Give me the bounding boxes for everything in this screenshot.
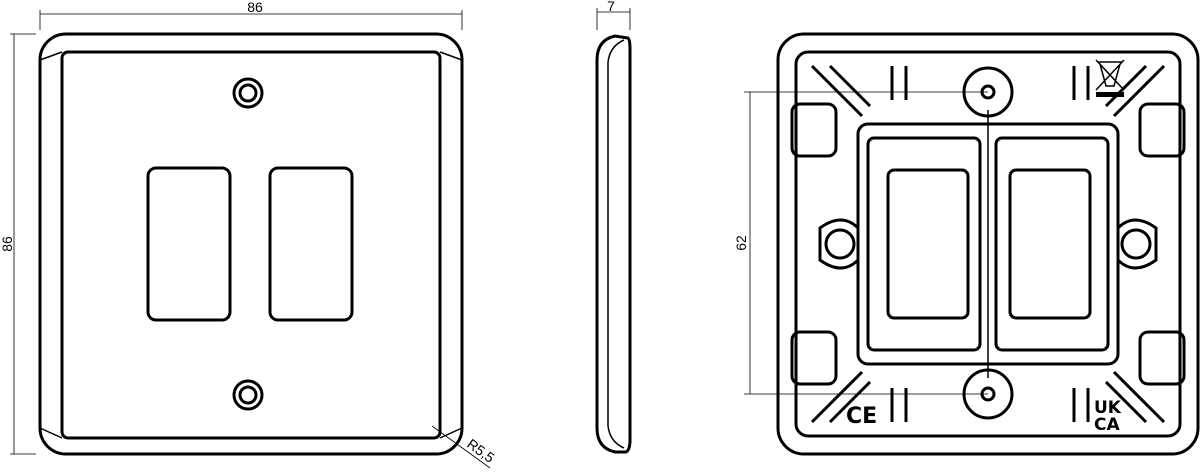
weee-bin-icon [1095,59,1125,97]
switch-module-left [866,136,982,352]
switch-aperture-left [146,166,232,322]
width-dimension: 86 [247,0,263,15]
height-dimension: 86 [0,236,15,252]
ukca-mark-line2: CA [1094,415,1120,435]
side-view: 7 [595,0,632,454]
depth-dimension: 7 [607,0,615,14]
front-view: 86 86 R5,5 [0,0,498,469]
front-plate-face [60,50,442,440]
screw-spacing-dimension: 62 [733,235,749,251]
screw-icon-top [232,77,264,109]
screw-icon-bottom [232,379,264,411]
ce-mark: CE [846,404,877,429]
switch-module-right [994,136,1110,352]
rear-view: CE UK CA 62 [733,32,1200,456]
rear-plate-outline [776,32,1200,456]
ukca-mark-line1: UK [1094,398,1122,418]
front-plate-outline [38,32,464,456]
switch-aperture-right [268,166,354,322]
